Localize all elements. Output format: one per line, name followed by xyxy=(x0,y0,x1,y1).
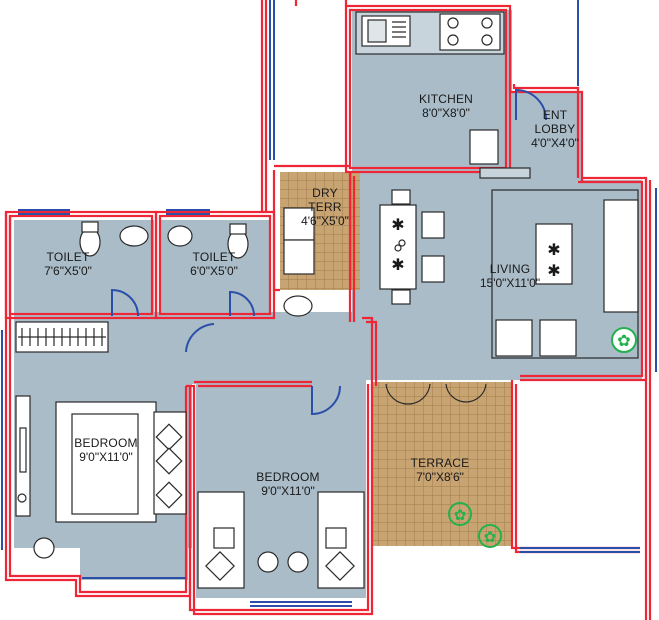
kitchen-label: KITCHEN 8'0"X8'0" xyxy=(398,92,494,120)
washing-machine xyxy=(283,207,315,241)
toilet-1-dims: 7'6"X5'0" xyxy=(44,264,92,278)
basin-icon xyxy=(119,225,149,247)
coffee-table xyxy=(535,223,573,285)
basin-icon-2 xyxy=(167,225,193,247)
ent-lobby-name: ENT xyxy=(542,108,568,122)
svg-text:✱: ✱ xyxy=(547,242,560,259)
passage-basin xyxy=(283,295,313,317)
dry-terr-name: DRY xyxy=(312,186,338,200)
door-master-bedroom xyxy=(185,323,215,353)
wall-living-left-jamb xyxy=(362,316,378,390)
chair-icon xyxy=(33,537,55,559)
master-bedroom-label: BEDROOM 9'0"X11'0" xyxy=(64,436,148,464)
kitchen-fixtures xyxy=(355,11,531,179)
window-toilet-2 xyxy=(166,209,210,215)
svg-text:✱: ✱ xyxy=(391,217,404,234)
armchair-1 xyxy=(495,319,533,357)
terrace-doors xyxy=(385,383,487,405)
bedroom-name: BEDROOM xyxy=(256,470,320,484)
terrace-name: TERRACE xyxy=(410,456,470,470)
dry-terr-dims: 4'6"X5'0" xyxy=(301,214,349,228)
toilet-1-name: TOILET xyxy=(46,250,90,264)
master-bedroom-name: BEDROOM xyxy=(74,436,138,450)
sofa-icon xyxy=(603,199,639,313)
bedroom-dims: 9'0"X11'0" xyxy=(261,484,315,498)
wall-top-left-stub xyxy=(260,0,268,212)
bedroom-furniture xyxy=(197,491,365,589)
svg-text:✿: ✿ xyxy=(484,529,497,546)
toilet-2-label: TOILET 6'0"X5'0" xyxy=(176,250,252,278)
plant-icon-3 xyxy=(478,524,502,548)
master-bedroom-dims: 9'0"X11'0" xyxy=(79,450,133,464)
door-toilet-1 xyxy=(111,288,139,317)
living-label: LIVING 15'0"X11'0" xyxy=(468,262,552,290)
wall-bedroom xyxy=(186,384,374,616)
kitchen-name: KITCHEN xyxy=(418,92,474,106)
terrace-label: TERRACE 7'0"X8'6" xyxy=(398,456,482,484)
inner-walls xyxy=(1,0,657,607)
living-dims: 15'0"X11'0" xyxy=(479,276,541,290)
window-top-left xyxy=(269,0,275,160)
master-bedroom-furniture xyxy=(15,321,187,559)
fridge-icon xyxy=(469,129,499,165)
wall-dry-terr xyxy=(272,164,350,292)
svg-text:✿: ✿ xyxy=(454,507,467,524)
lobby-floor xyxy=(512,92,582,182)
armchair-2 xyxy=(539,319,577,357)
window-bedroom-bottom xyxy=(250,601,352,607)
svg-text:✱: ✱ xyxy=(547,263,560,280)
dining-table: ✱ ✱ xyxy=(379,189,445,305)
wall-right-edge xyxy=(644,180,652,620)
kitchen-dims: 8'0"X8'0" xyxy=(422,106,470,120)
wall-toilet-2-inner xyxy=(158,214,272,316)
wall-lobby xyxy=(508,80,584,182)
plant-icon xyxy=(611,327,637,353)
wall-top-mid xyxy=(294,0,348,6)
ent-lobby-name-2: LOBBY xyxy=(534,122,576,136)
terrace-dims: 7'0"X8'6" xyxy=(416,470,464,484)
wall-passage-mid xyxy=(348,172,356,322)
master-bed-lower-floor xyxy=(80,540,188,580)
living-furniture: ✱ ✱ ✿ xyxy=(491,189,639,359)
svg-text:✱: ✱ xyxy=(391,257,404,274)
window-terrace xyxy=(520,547,640,553)
bedroom-label: BEDROOM 9'0"X11'0" xyxy=(240,470,336,498)
stool-1 xyxy=(257,551,279,573)
ent-lobby-dims: 4'0"X4'0" xyxy=(531,136,579,150)
living-name: LIVING xyxy=(489,262,531,276)
stool-2 xyxy=(287,551,309,573)
dry-terr-label: DRY TERR 4'6"X5'0" xyxy=(290,186,360,228)
dry-terr-name-2: TERR xyxy=(308,200,342,214)
door-toilet-2 xyxy=(229,290,255,317)
toilet-2-name: TOILET xyxy=(192,250,236,264)
wall-terrace-right xyxy=(510,380,640,554)
wall-bedroom-top xyxy=(194,380,312,388)
toilet-1-label: TOILET 7'6"X5'0" xyxy=(30,250,106,278)
svg-text:✿: ✿ xyxy=(617,333,630,350)
door-bedroom xyxy=(311,385,341,416)
ent-lobby-label: ENT LOBBY 4'0"X4'0" xyxy=(520,108,590,150)
outer-walls xyxy=(4,0,652,620)
wall-kitchen-inner xyxy=(348,8,508,170)
terrace-tiles xyxy=(372,382,512,546)
door-entrance xyxy=(515,88,547,121)
window-toilet-1 xyxy=(18,209,70,215)
terrace-plants: ✿ ✿ xyxy=(448,502,502,548)
toilet-fixtures xyxy=(79,207,315,317)
toilet-2-dims: 6'0"X5'0" xyxy=(190,264,238,278)
plant-icon-2 xyxy=(448,502,472,526)
